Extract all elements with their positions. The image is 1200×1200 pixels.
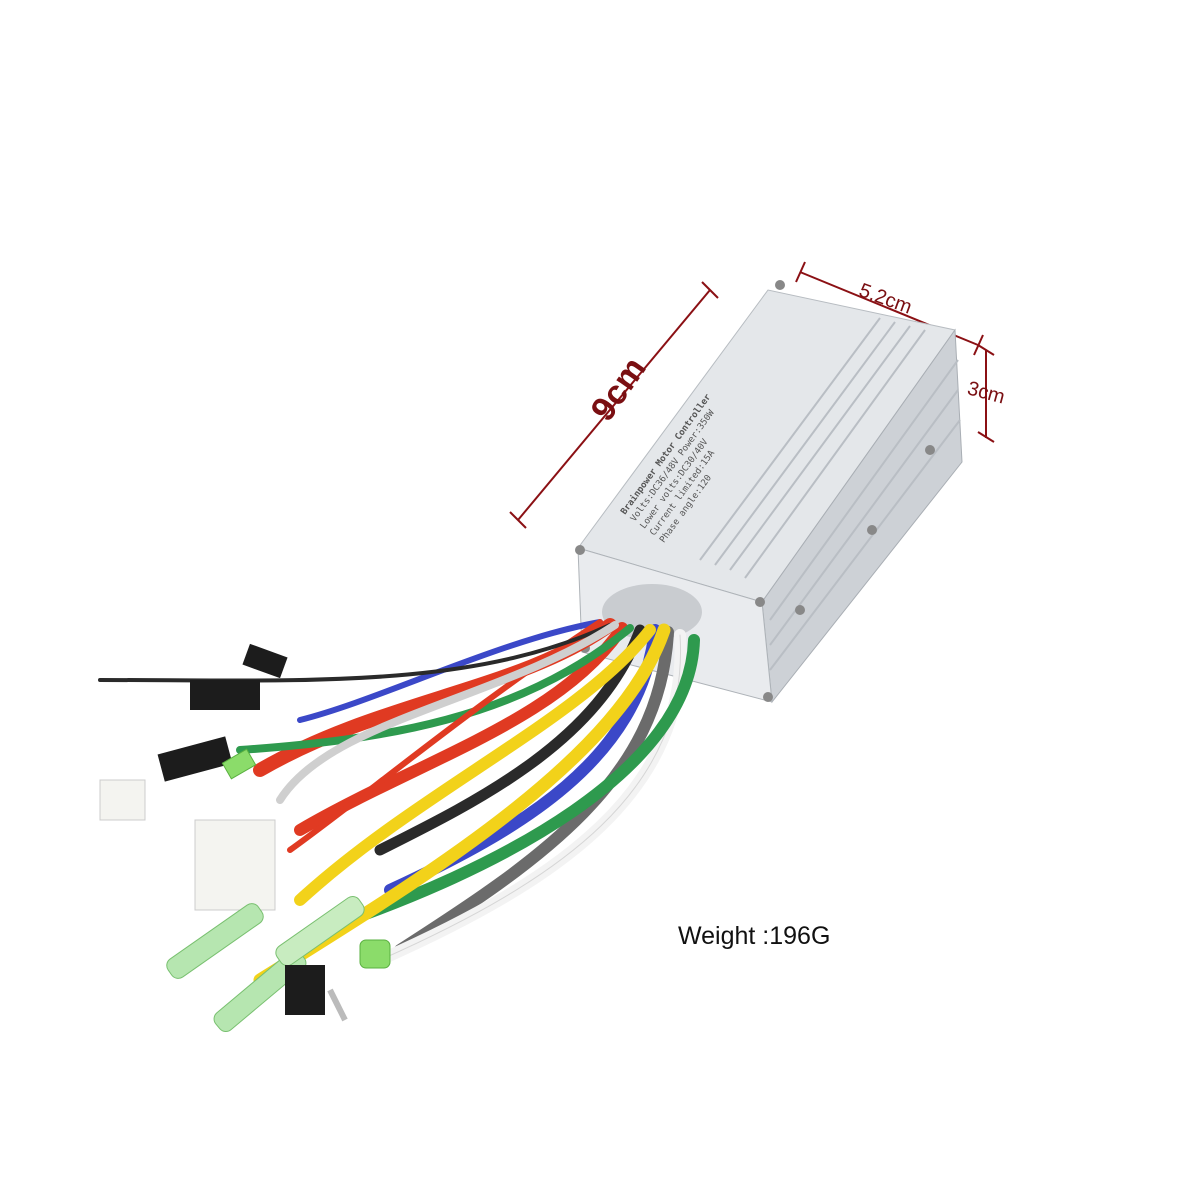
weight-label: Weight :196G	[678, 922, 831, 950]
connectors	[99, 643, 391, 1033]
cooling-fins	[699, 317, 961, 671]
wire-bundle	[98, 618, 700, 987]
length-dimension-line	[517, 289, 711, 521]
screws	[575, 280, 935, 702]
